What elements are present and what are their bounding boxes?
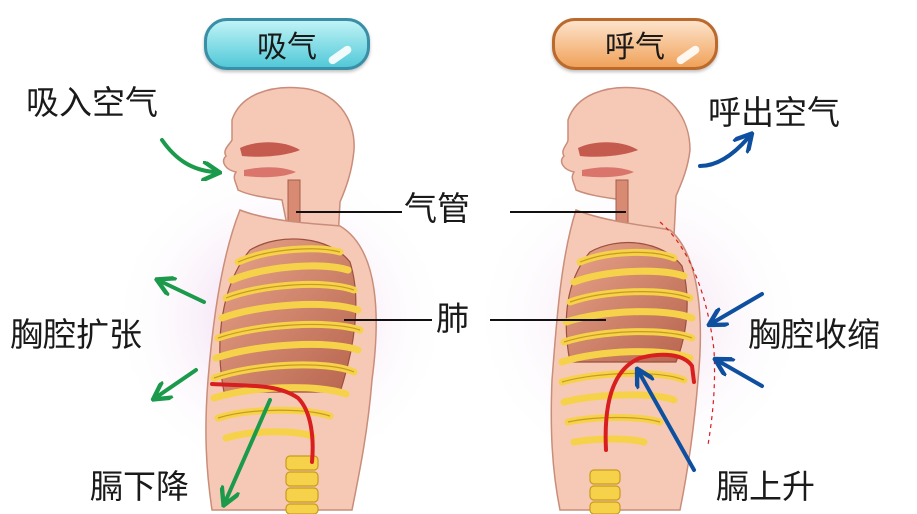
badge-shine-icon (675, 44, 701, 65)
label-inhale-air: 吸入空气 (26, 86, 158, 119)
exhale-air-arrow (700, 138, 748, 166)
label-chest-expand: 胸腔扩张 (10, 318, 142, 351)
inhale-figure (110, 87, 450, 514)
label-diaphragm-up: 膈上升 (716, 470, 815, 503)
inhale-title-badge: 吸气 (204, 18, 370, 70)
badge-shine-icon (327, 44, 353, 65)
label-lung: 肺 (436, 302, 469, 335)
label-trachea: 气管 (404, 192, 470, 225)
label-exhale-air: 呼出空气 (708, 96, 840, 129)
inhale-air-arrow (162, 140, 214, 172)
inhale-title: 吸气 (257, 22, 317, 66)
exhale-figure (470, 87, 810, 514)
label-diaphragm-down: 膈下降 (90, 470, 189, 503)
exhale-title-badge: 呼气 (552, 18, 718, 70)
label-chest-contract: 胸腔收缩 (748, 318, 880, 351)
exhale-title: 呼气 (605, 22, 665, 66)
